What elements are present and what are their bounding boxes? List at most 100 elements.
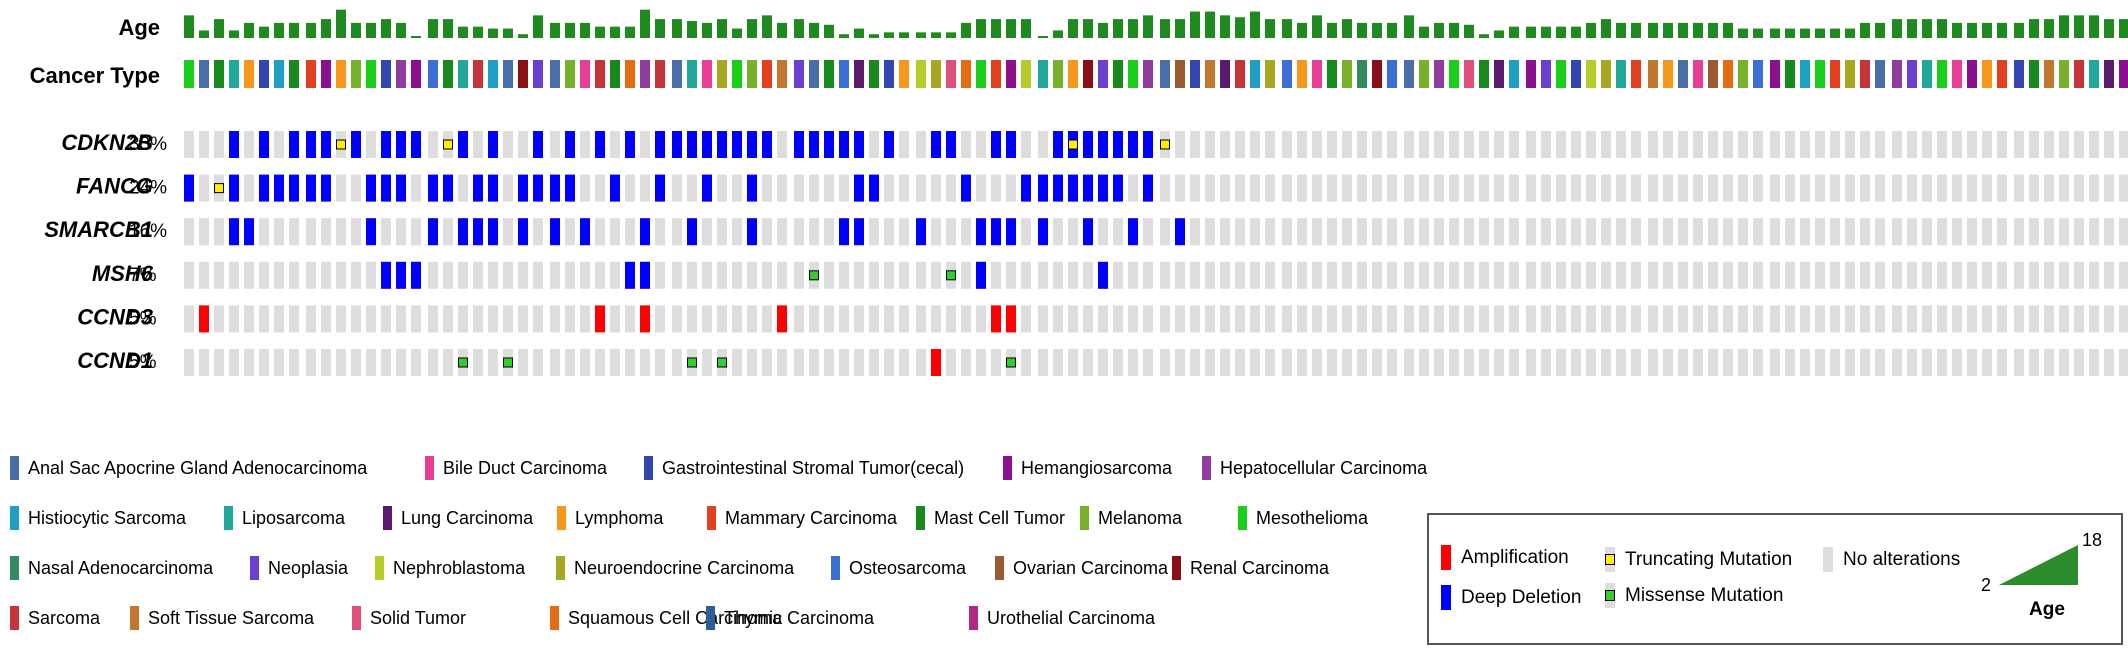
- age-bar: [991, 19, 1001, 38]
- cancer-type-legend-item: Mast Cell Tumor: [916, 505, 1065, 531]
- no-alteration-cell: [1175, 349, 1185, 376]
- no-alteration-cell: [1509, 218, 1519, 246]
- cancer-type-swatch: [916, 506, 925, 530]
- deep-deletion-cell: [961, 174, 971, 202]
- no-alteration-cell: [2104, 174, 2114, 202]
- no-alteration-cell: [1952, 261, 1962, 289]
- cancer-type-track: [184, 60, 2128, 88]
- no-alteration-cell: [1693, 218, 1703, 246]
- no-alteration-cell: [351, 174, 361, 202]
- no-alteration-cell: [809, 305, 819, 333]
- no-alteration-cell: [655, 218, 665, 246]
- alteration-frequency: 5%: [129, 352, 157, 373]
- deep-deletion-cell: [473, 174, 483, 202]
- no-alteration-cell: [1785, 305, 1795, 333]
- no-alteration-cell: [488, 261, 498, 289]
- no-alteration-cell: [1387, 131, 1397, 158]
- no-alteration-cell: [1068, 218, 1078, 246]
- no-alteration-cell: [1113, 218, 1123, 246]
- no-alteration-cell: [1250, 218, 1260, 246]
- age-bar: [625, 26, 635, 38]
- no-alteration-cell: [1616, 131, 1626, 158]
- no-alteration-cell: [1922, 174, 1932, 202]
- no-alteration-cell: [1220, 174, 1230, 202]
- no-alteration-cell: [1372, 131, 1382, 158]
- cancer-type-cell: [1723, 60, 1733, 88]
- cancer-type-name: Thymic Carcinoma: [724, 607, 875, 628]
- no-alteration-cell: [777, 131, 787, 158]
- no-alteration-cell: [244, 131, 254, 158]
- no-alteration-cell: [1113, 349, 1123, 376]
- no-alteration-cell: [1648, 305, 1658, 333]
- deep-deletion-cell: [884, 131, 894, 158]
- cancer-type-cell: [2059, 60, 2069, 88]
- age-bar: [2044, 19, 2054, 38]
- cancer-type-cell: [1282, 60, 1292, 88]
- cancer-type-name: Gastrointestinal Stromal Tumor(cecal): [662, 457, 965, 478]
- no-alteration-cell: [533, 349, 543, 376]
- gene-label: FANCG: [76, 174, 153, 199]
- alteration-frequency: 7%: [129, 265, 157, 286]
- no-alteration-cell: [1235, 218, 1245, 246]
- cancer-type-cell: [289, 60, 299, 88]
- no-alteration-cell: [1860, 174, 1870, 202]
- no-alteration-cell: [1098, 218, 1108, 246]
- amplification-label: Amplification: [1461, 546, 1569, 568]
- no-alteration-cell: [687, 305, 697, 333]
- age-bar: [1526, 26, 1536, 38]
- cancer-type-name: Mesothelioma: [1256, 507, 1369, 528]
- amplification-cell: [1006, 305, 1016, 333]
- no-alteration-cell: [2119, 305, 2128, 333]
- no-alteration-cell: [336, 174, 346, 202]
- no-alteration-cell: [1128, 305, 1138, 333]
- no-alteration-cell: [1053, 349, 1063, 376]
- no-alteration-cell: [1068, 261, 1078, 289]
- cancer-type-swatch: [383, 506, 392, 530]
- deep-deletion-cell: [184, 174, 194, 202]
- no-alteration-cell: [991, 174, 1001, 202]
- no-alteration-cell: [1190, 131, 1200, 158]
- no-alteration-cell: [321, 261, 331, 289]
- no-alteration-cell: [1663, 305, 1673, 333]
- age-bar: [702, 22, 712, 38]
- deep-deletion-cell: [1021, 174, 1031, 202]
- no-alteration-cell: [214, 131, 224, 158]
- no-alteration-cell: [1190, 174, 1200, 202]
- no-alteration-cell: [1327, 305, 1337, 333]
- no-alteration-cell: [809, 349, 819, 376]
- no-alteration-cell: [1678, 174, 1688, 202]
- cancer-type-cell: [1265, 60, 1275, 88]
- no-alteration-cell: [1753, 349, 1763, 376]
- no-alteration-cell: [1419, 349, 1429, 376]
- no-alteration-cell: [717, 174, 727, 202]
- no-alteration-cell: [1143, 305, 1153, 333]
- no-alteration-cell: [1357, 261, 1367, 289]
- cancer-type-cell: [1098, 60, 1108, 88]
- deep-deletion-cell: [809, 131, 819, 158]
- no-alteration-cell: [199, 349, 209, 376]
- no-alteration-cell: [1860, 218, 1870, 246]
- cancer-type-cell: [1616, 60, 1626, 88]
- no-alteration-cell: [184, 218, 194, 246]
- no-alteration-cell: [244, 305, 254, 333]
- cancer-type-cell: [1479, 60, 1489, 88]
- no-alteration-cell: [503, 305, 513, 333]
- no-alteration-cell: [1327, 218, 1337, 246]
- deep-deletion-cell: [1053, 174, 1063, 202]
- no-alteration-cell: [1250, 305, 1260, 333]
- no-alteration-cell: [1845, 261, 1855, 289]
- no-alteration-cell: [1648, 349, 1658, 376]
- cancer-type-cell: [1464, 60, 1474, 88]
- no-alteration-cell: [1678, 131, 1688, 158]
- no-alteration-cell: [229, 261, 239, 289]
- age-bar: [717, 19, 727, 38]
- no-alteration-cell: [931, 174, 941, 202]
- no-alteration-cell: [1541, 305, 1551, 333]
- no-alteration-cell: [2119, 349, 2128, 376]
- no-alteration-cell: [961, 349, 971, 376]
- no-alteration-cell: [1785, 174, 1795, 202]
- no-alteration-cell: [1616, 218, 1626, 246]
- no-alteration-cell: [1357, 305, 1367, 333]
- no-alteration-cell: [1571, 261, 1581, 289]
- cancer-type-legend-item: Neuroendocrine Carcinoma: [556, 555, 794, 581]
